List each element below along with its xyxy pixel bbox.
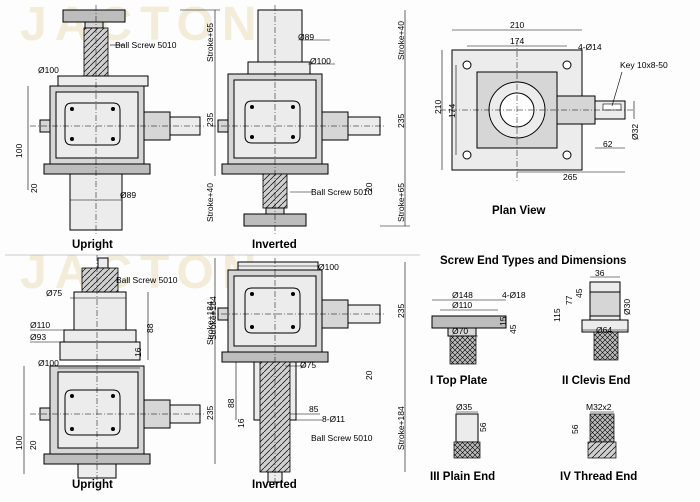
tp-45-label: 45 [508,324,518,334]
clevis-end-detail: 36 115 77 45 Ø30 Ø64 [552,268,632,361]
screw-end-title: Screw End Types and Dimensions [440,255,626,267]
plan-view: 210 174 4-Ø14 210 174 Key 10x8-50 Ø32 62… [433,20,668,182]
plan-key-label: Key 10x8-50 [620,60,668,70]
inverted-stroke40-label: Stroke+40 [396,21,406,60]
upright-bottom-235-label: 235 [205,406,215,420]
ce-45-label: 45 [574,288,584,298]
plain-end-caption: III Plain End [430,471,495,483]
upright-jack-bottom: Ball Screw 5010 Ø75 Ø110 Ø93 88 16 Ø100 … [14,255,216,480]
plan-holes-label: 4-Ø14 [578,42,602,52]
upright-bottom-16-label: 16 [133,347,143,357]
inverted-235-label: 235 [396,114,406,128]
tp-d148-label: Ø148 [452,290,473,300]
upright-bottom-d100-label: Ø100 [38,358,59,368]
upright-100-label: 100 [14,144,24,158]
inverted-ballscrew-label: Ball Screw 5010 [311,187,373,197]
ce-d64-label: Ø64 [596,325,612,335]
upright-bottom-88-label: 88 [145,323,155,333]
upright-caption-bottom: Upright [72,479,113,491]
inverted-bottom-235-label: 235 [396,304,406,318]
inverted-bottom-holes-label: 8-Ø11 [322,414,345,424]
inverted-bottom-ballscrew-label: Ball Screw 5010 [311,433,373,443]
plan-62-label: 62 [603,139,613,149]
tp-d70-label: Ø70 [452,326,468,336]
inverted-bottom-16-label: 16 [236,418,246,428]
upright-bottom-100-label: 100 [14,436,24,450]
clevis-end-caption: II Clevis End [562,375,630,387]
upright-bottom-d93-label: Ø93 [30,332,46,342]
tp-holes-label: 4-Ø18 [502,290,526,300]
plan-210-side-label: 210 [433,100,443,114]
ce-77-label: 77 [564,295,574,305]
inverted-bottom-d75-label: Ø75 [300,360,316,370]
te-56-label: 56 [570,424,580,434]
upright-caption-top: Upright [72,239,113,251]
upright-d89-label: Ø89 [120,190,136,200]
inverted-jack-bottom: Ø100 Ø75 88 16 85 8-Ø11 Ball Screw 5010 … [208,258,406,484]
inverted-bottom-stroke184-label: Stroke+184 [396,406,406,450]
inverted-d100-label: Ø100 [310,56,331,66]
inverted-bottom-20-label: 20 [364,370,374,380]
watermark-top: JACTON [20,0,264,51]
inverted-stroke65-label: Stroke+65 [396,183,406,222]
inverted-caption-bottom: Inverted [252,479,297,491]
upright-ballscrew-label: Ball Screw 5010 [115,40,177,50]
inverted-d89-label: Ø89 [298,32,314,42]
plan-174-top-label: 174 [510,36,524,46]
inverted-caption-top: Inverted [252,239,297,251]
plain-end-detail: Ø35 56 [453,402,488,459]
pe-56-label: 56 [478,422,488,432]
inverted-jack-top: Ø89 Ø100 Ball Screw 5010 Stroke+40 235 S… [210,5,410,235]
plan-d32-label: Ø32 [630,124,640,140]
upright-bottom-stroke184-label: Stroke+184 [205,301,215,345]
pe-d35-label: Ø35 [456,402,472,412]
top-plate-detail: Ø148 Ø110 4-Ø18 Ø70 45 15 [431,290,526,365]
plan-174-side-label: 174 [447,104,457,118]
upright-bottom-d75-label: Ø75 [46,288,62,298]
plan-view-caption: Plan View [492,205,546,217]
plan-265-label: 265 [563,172,577,182]
thread-end-caption: IV Thread End [560,471,637,483]
inverted-bottom-d100-label: Ø100 [318,262,339,272]
inverted-bottom-88-label: 88 [226,398,236,408]
upright-bottom-20-label: 20 [28,440,38,450]
tp-d110-label: Ø110 [452,300,472,310]
upright-20-label: 20 [29,183,39,193]
te-m32-label: M32x2 [586,402,612,412]
inverted-bottom-stroke184-top-label: Stroke+184 [208,296,218,340]
thread-end-detail: M32x2 56 [570,402,617,459]
upright-stroke40-label: Stroke+40 [205,183,215,222]
tp-15-label: 15 [498,316,508,326]
upright-jack-top: Ø100 Ball Screw 5010 Stroke+65 235 Strok… [14,5,220,235]
ce-d30-label: Ø30 [622,299,632,315]
inverted-20-label: 20 [364,182,374,192]
inverted-bottom-85-label: 85 [309,404,319,414]
top-plate-caption: I Top Plate [430,375,487,387]
upright-d100-label: Ø100 [38,65,59,75]
upright-bottom-ballscrew-label: Ball Screw 5010 [116,275,178,285]
ce-115-label: 115 [552,308,562,322]
plan-210-top-label: 210 [510,20,524,30]
ce-36-label: 36 [595,268,605,278]
upright-bottom-d110-label: Ø110 [30,320,50,330]
upright-235-label: 235 [205,113,215,127]
upright-stroke65-label: Stroke+65 [205,23,215,62]
